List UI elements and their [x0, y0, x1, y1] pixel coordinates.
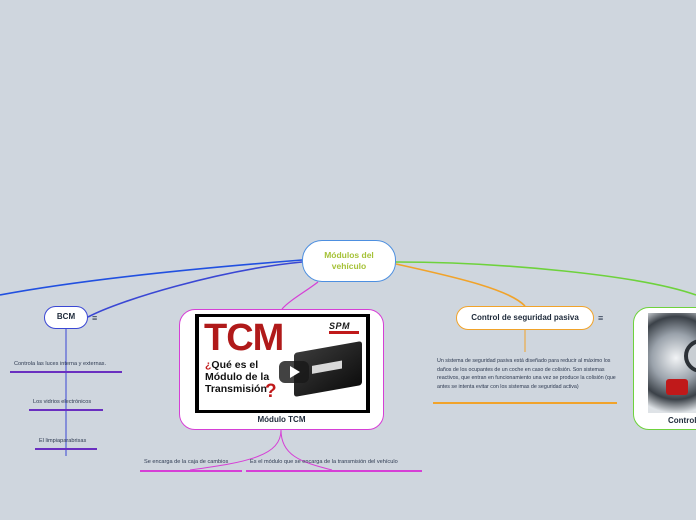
- tcm-video-thumbnail[interactable]: TCM SPM ¿Qué es el Módulo de la Transmis…: [195, 314, 370, 413]
- play-icon[interactable]: [279, 361, 309, 383]
- topic-control-label: Control de seguridad pasiva: [471, 313, 579, 322]
- control-description-underline: [433, 402, 617, 404]
- menu-icon[interactable]: ≡: [92, 313, 98, 323]
- menu-icon[interactable]: ≡: [598, 313, 604, 323]
- question-close-mark: ?: [265, 381, 277, 402]
- tcm-child-2-underline: [246, 470, 422, 472]
- tcm-child-1[interactable]: Se encarga de la caja de cambios: [144, 459, 229, 465]
- bcm-child-3[interactable]: El limpiaparabrisas: [39, 438, 87, 444]
- spm-logo-bar: [329, 331, 359, 334]
- central-title-line2: vehículo: [331, 261, 367, 271]
- topic-tcm-label: Módulo TCM: [257, 415, 306, 424]
- question-line3: Transmisión: [205, 383, 267, 395]
- engine-red-part: [666, 379, 688, 395]
- spm-logo: SPM: [329, 321, 351, 331]
- link-bcm: [87, 261, 303, 318]
- tcm-thumbnail-title: TCM: [204, 317, 284, 359]
- question-line2: Módulo de la: [205, 371, 270, 383]
- central-topic[interactable]: Módulos del vehículo: [302, 240, 396, 282]
- bcm-child-2-underline: [29, 409, 103, 411]
- question-line1: Qué es el: [211, 359, 259, 371]
- tcm-thumbnail-inner: TCM SPM ¿Qué es el Módulo de la Transmis…: [199, 317, 366, 410]
- tcm-child-1-underline: [140, 470, 242, 472]
- bcm-child-2[interactable]: Los vidrios electrónicos: [33, 399, 92, 405]
- question-open-mark: ¿: [205, 359, 212, 371]
- bcm-child-3-underline: [35, 448, 97, 450]
- topic-control-seguridad-pasiva[interactable]: Control de seguridad pasiva: [456, 306, 594, 330]
- bcm-child-1-underline: [10, 371, 122, 373]
- link-left-offscreen: [0, 259, 303, 296]
- topic-bcm-label: BCM: [56, 312, 76, 321]
- tcm-module-sticker: [312, 360, 342, 374]
- tcm-thumbnail-question: ¿Qué es el Módulo de la Transmisión: [205, 359, 285, 395]
- tcm-child-2[interactable]: Es el módulo que se encarga de la transm…: [250, 459, 398, 465]
- link-control: [395, 263, 526, 307]
- topic-bcm[interactable]: BCM: [44, 306, 88, 329]
- bcm-child-1[interactable]: Controla las luces interna y externas.: [14, 361, 107, 367]
- engine-picture: [648, 313, 696, 413]
- control-description[interactable]: Un sistema de seguridad pasiva está dise…: [437, 358, 616, 390]
- link-tcm: [281, 281, 319, 310]
- link-control2: [395, 261, 696, 296]
- central-title-line1: Módulos del: [324, 250, 374, 260]
- link-tcm-child-1: [189, 429, 282, 471]
- topic-control-right[interactable]: Control: [633, 307, 696, 430]
- topic-tcm[interactable]: TCM SPM ¿Qué es el Módulo de la Transmis…: [179, 309, 384, 430]
- link-tcm-child-2: [280, 429, 333, 471]
- topic-control-right-label: Control: [668, 416, 696, 425]
- engine-part: [684, 339, 696, 373]
